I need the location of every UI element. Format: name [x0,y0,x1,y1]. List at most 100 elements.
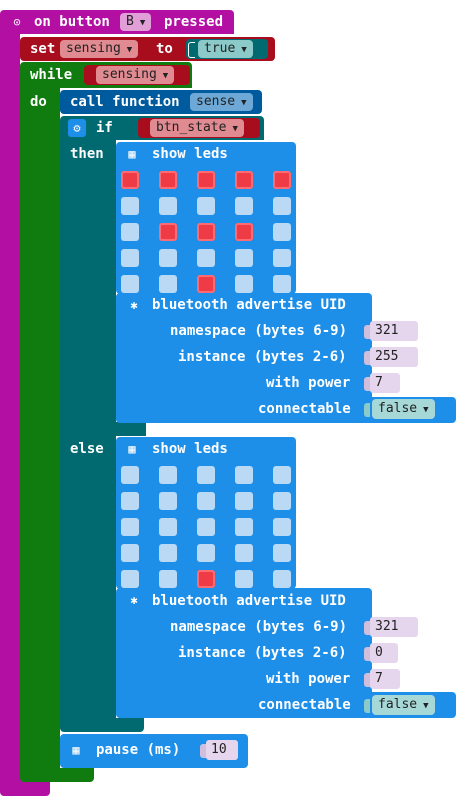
led-cell[interactable] [235,275,253,293]
led-cell[interactable] [121,492,139,510]
instance-label-then: instance (bytes 2-6) [178,349,347,365]
instance-input-else[interactable]: 0 [370,643,398,663]
do-label: do [30,94,47,110]
to-label: to [156,41,173,57]
led-cell[interactable] [273,518,291,536]
on-button-label: on button [34,14,110,30]
if-then-gap [116,422,146,436]
while-label: while [30,67,73,83]
led-cell[interactable] [121,223,139,241]
if-block-bottom [60,718,144,732]
led-cell[interactable] [235,544,253,562]
true-value-dropdown[interactable]: true▼ [198,40,253,58]
led-cell[interactable] [197,249,215,267]
led-cell[interactable] [273,197,291,215]
led-cell[interactable] [197,275,215,293]
connectable-dropdown-else[interactable]: false▼ [372,695,435,715]
led-cell[interactable] [159,518,177,536]
led-cell[interactable] [159,492,177,510]
led-cell[interactable] [121,197,139,215]
power-label-then: with power [266,375,351,391]
else-label: else [70,441,104,457]
led-cell[interactable] [121,275,139,293]
namespace-input-then[interactable]: 321 [370,321,418,341]
led-cell[interactable] [235,171,253,189]
led-cell[interactable] [197,518,215,536]
led-cell[interactable] [235,518,253,536]
namespace-input-else[interactable]: 321 [370,617,418,637]
power-input-else[interactable]: 7 [370,669,400,689]
show-leds-label-else: show leds [152,441,228,457]
led-cell[interactable] [121,249,139,267]
call-function-label: call function [70,94,180,110]
connectable-connector-then [364,403,370,417]
pause-label: pause (ms) [96,742,181,758]
led-cell[interactable] [121,544,139,562]
power-connector-else [364,673,370,687]
power-input-then[interactable]: 7 [370,373,400,393]
grid-icon: ▦ [72,743,80,757]
if-condition-dropdown[interactable]: btn_state▼ [150,119,244,137]
led-cell[interactable] [235,466,253,484]
led-cell[interactable] [235,492,253,510]
instance-input-then[interactable]: 255 [370,347,418,367]
grid-icon: ▦ [128,442,136,456]
while-condition-dropdown[interactable]: sensing▼ [96,66,175,84]
pause-input[interactable]: 10 [206,740,238,760]
power-label-else: with power [266,671,351,687]
led-cell[interactable] [121,570,139,588]
led-cell[interactable] [159,197,177,215]
led-cell[interactable] [159,249,177,267]
show-leds-label-then: show leds [152,146,228,162]
led-cell[interactable] [197,223,215,241]
namespace-connector-then [364,325,370,339]
button-dropdown[interactable]: B▼ [120,13,152,31]
gear-icon[interactable]: ⚙ [68,119,86,137]
connectable-label-else: connectable [258,697,351,713]
led-cell[interactable] [273,249,291,267]
led-cell[interactable] [159,466,177,484]
pressed-label: pressed [164,14,224,30]
led-cell[interactable] [159,223,177,241]
namespace-label-else: namespace (bytes 6-9) [170,619,348,635]
led-cell[interactable] [159,544,177,562]
led-cell[interactable] [159,275,177,293]
led-cell[interactable] [273,275,291,293]
bluetooth-icon: ✱ [130,593,138,607]
led-cell[interactable] [197,570,215,588]
pause-connector [200,744,206,758]
set-label: set [30,41,56,57]
led-cell[interactable] [197,197,215,215]
led-cell[interactable] [235,223,253,241]
led-cell[interactable] [121,466,139,484]
led-cell[interactable] [197,544,215,562]
led-cell[interactable] [235,249,253,267]
led-cell[interactable] [273,466,291,484]
connectable-connector-else [364,699,370,713]
function-name-dropdown[interactable]: sense▼ [190,93,253,111]
led-cell[interactable] [159,171,177,189]
led-cell[interactable] [121,518,139,536]
led-cell[interactable] [273,171,291,189]
led-cell[interactable] [235,197,253,215]
bluetooth-icon: ✱ [130,298,138,312]
while-block-bottom [20,768,94,782]
led-cell[interactable] [273,223,291,241]
namespace-connector-else [364,621,370,635]
led-cell[interactable] [273,492,291,510]
led-cell[interactable] [159,570,177,588]
show-leds-block-then[interactable] [116,142,296,294]
led-cell[interactable] [197,466,215,484]
set-variable-dropdown[interactable]: sensing▼ [60,40,139,58]
led-cell[interactable] [197,492,215,510]
led-cell[interactable] [197,171,215,189]
led-cell[interactable] [121,171,139,189]
namespace-label-then: namespace (bytes 6-9) [170,323,348,339]
led-cell[interactable] [273,544,291,562]
while-block-body [20,88,60,776]
led-cell[interactable] [235,570,253,588]
on-button-pressed-block[interactable] [0,10,234,34]
show-leds-block-else[interactable] [116,437,296,589]
connectable-dropdown-then[interactable]: false▼ [372,399,435,419]
led-cell[interactable] [273,570,291,588]
